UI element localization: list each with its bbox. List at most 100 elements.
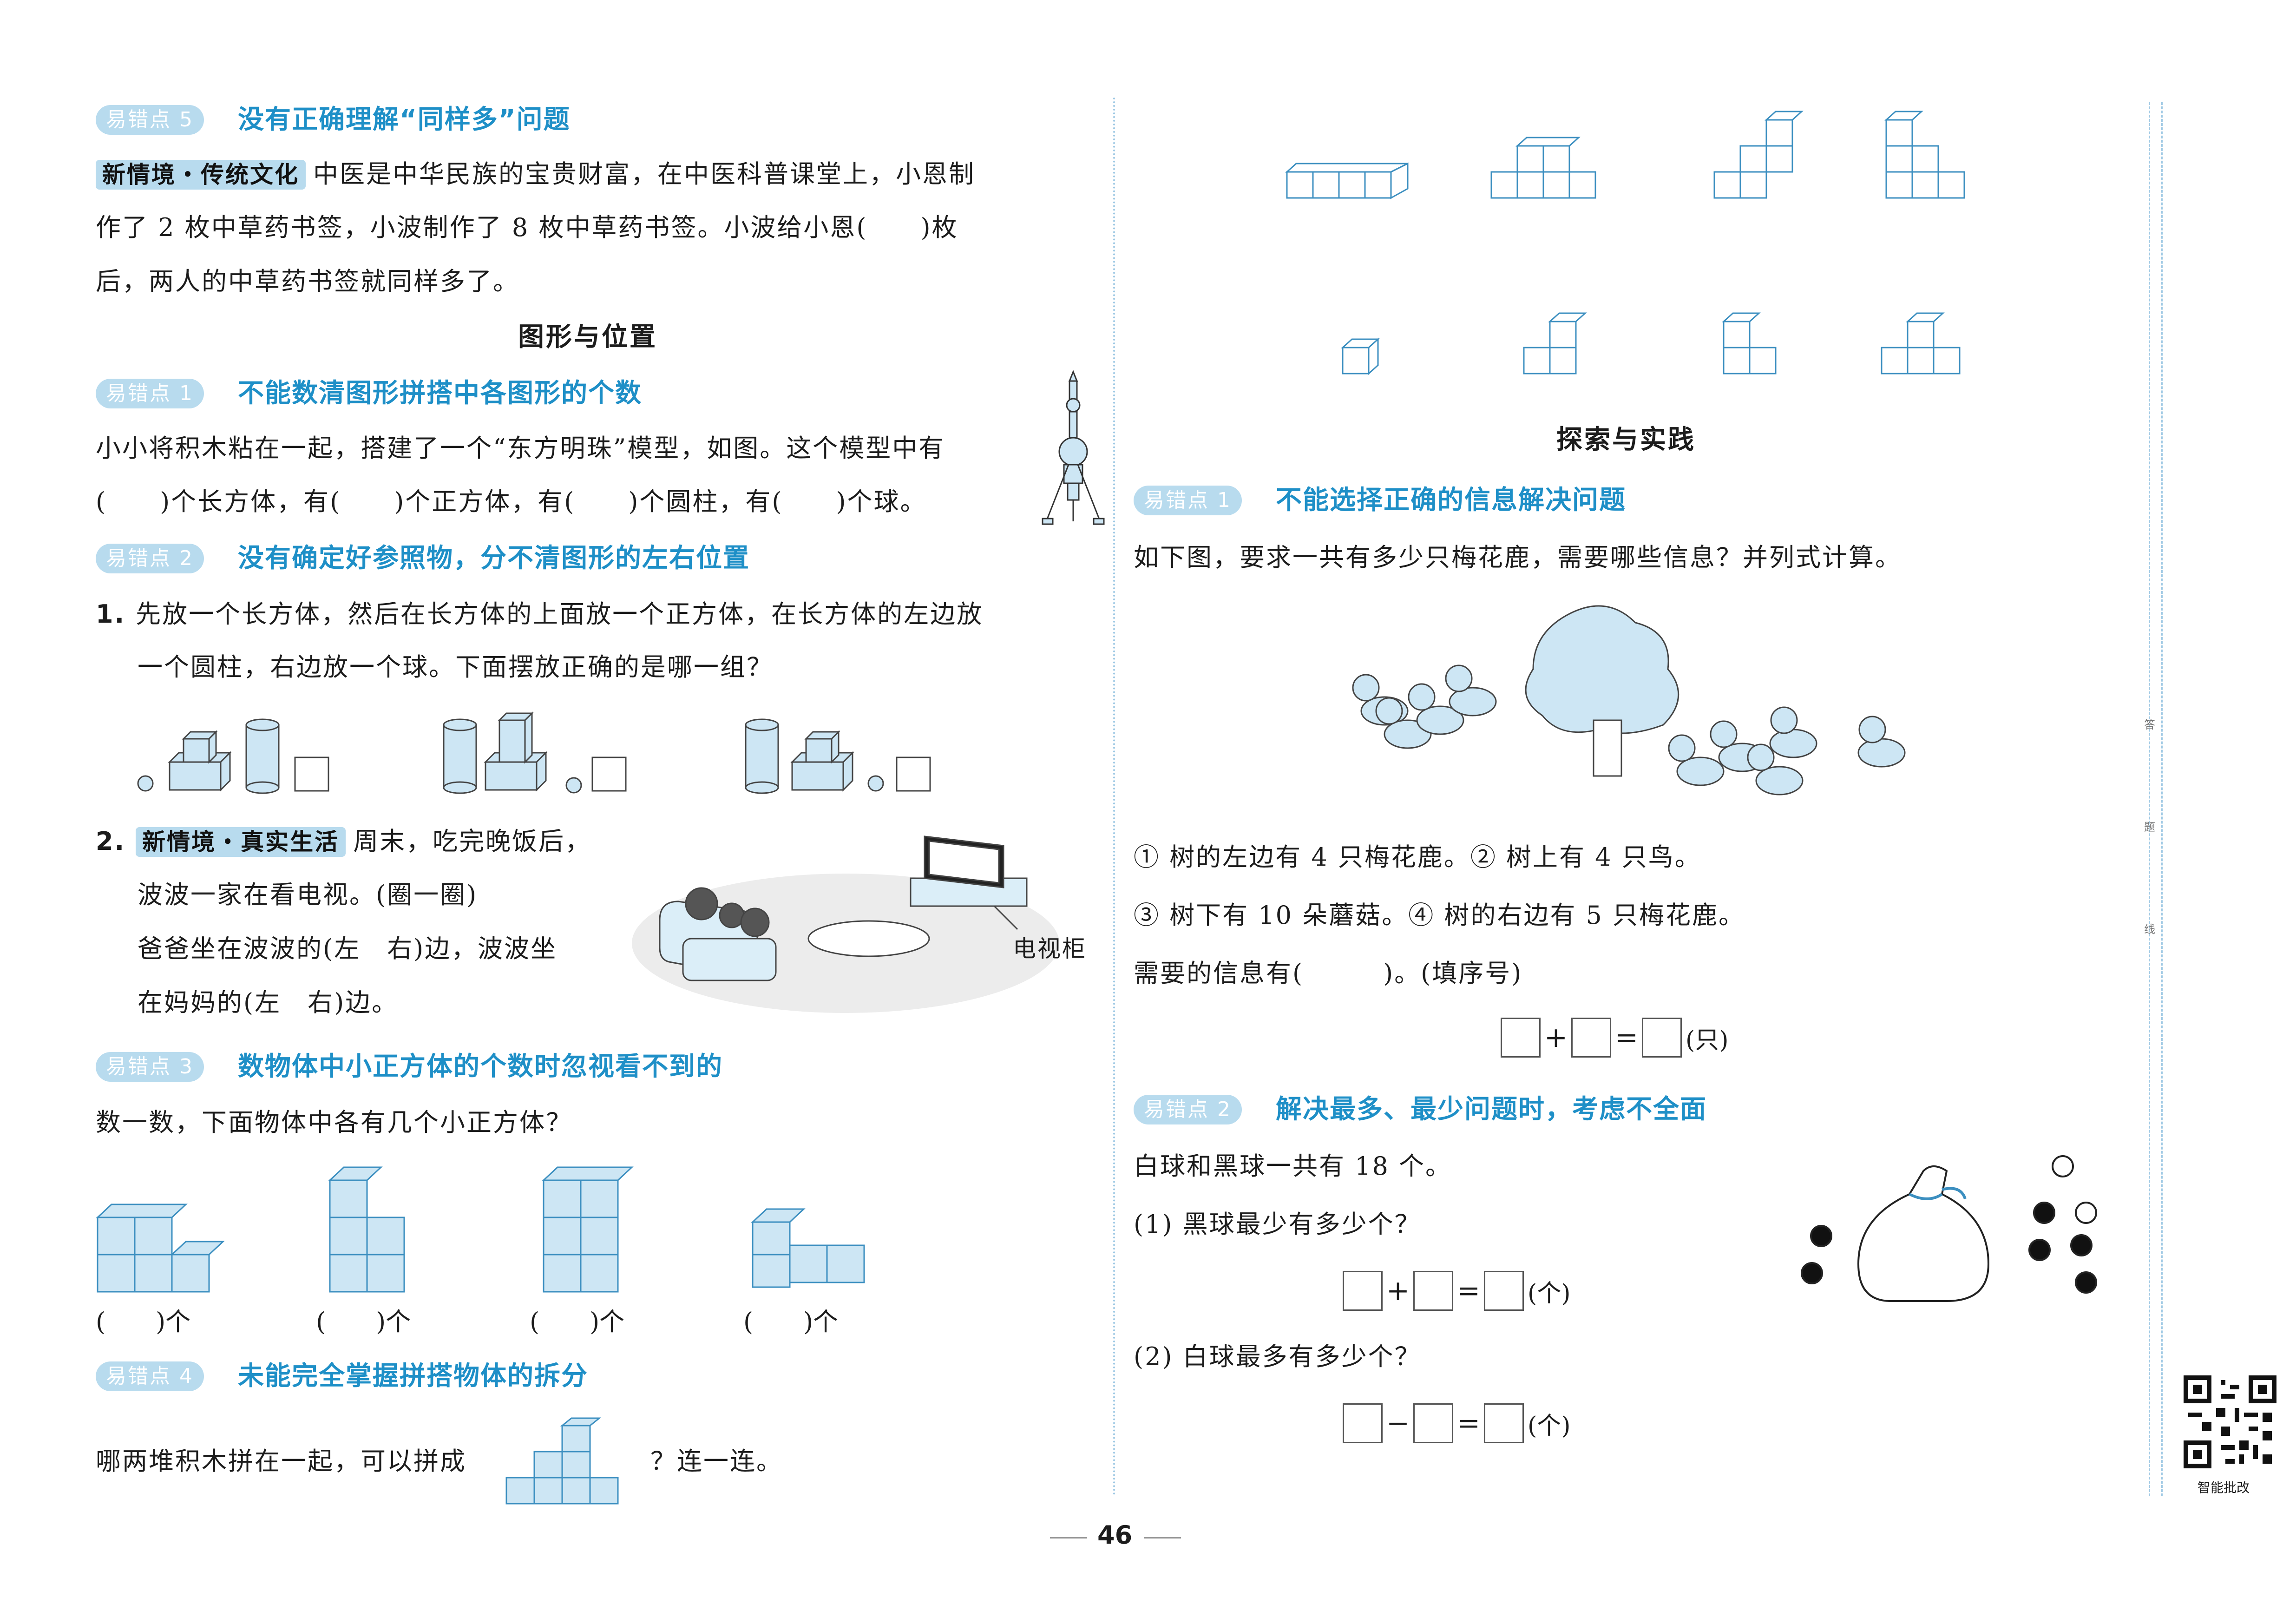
section-title-explore-practice: 探索与实践 <box>1556 425 1696 455</box>
cube-stack-3 <box>542 1166 634 1293</box>
upper-block-3 <box>1713 111 1804 199</box>
upper-block-1 <box>1285 162 1409 199</box>
page-number-line-right <box>1144 1537 1181 1539</box>
rp2-question-2: (2) 白球最多有多少个？ <box>1134 1342 1421 1371</box>
p5-line-1: 新情境・传统文化中医是中华民族的宝贵财富，在中医科普课堂上，小恩制 <box>96 160 975 190</box>
heading-mistake-3: 数物体中小正方体的个数时忽视看不到的 <box>238 1052 723 1082</box>
equals-sign: = <box>1456 1407 1481 1440</box>
tag-mistake-2-left: 易错点 2 <box>96 544 204 573</box>
deer-eq-box-1[interactable] <box>1501 1018 1541 1058</box>
bag-and-balls-illustration <box>1801 1155 2097 1302</box>
block-split-options <box>1285 111 1965 375</box>
page-number: 46 <box>1097 1520 1133 1550</box>
upper-block-4 <box>1884 111 1965 199</box>
q2-line-4: 在妈妈的(左 右)边。 <box>138 988 399 1017</box>
tag-mistake-3: 易错点 3 <box>96 1052 204 1082</box>
deer-left-group <box>1352 664 1497 749</box>
option-b <box>443 711 627 794</box>
q2-eq-result-box[interactable] <box>1484 1403 1524 1443</box>
tag-mistake-1-right: 易错点 1 <box>1134 486 1242 515</box>
unit-balls: (个) <box>1528 1279 1571 1308</box>
tag-mistake-4: 易错点 4 <box>96 1361 204 1391</box>
tag-mistake-5: 易错点 5 <box>96 105 204 135</box>
deer-right-group <box>1668 706 1906 796</box>
oriental-pearl-tower-model <box>1042 369 1105 525</box>
lower-block-2 <box>1523 312 1587 375</box>
upper-block-2 <box>1490 137 1596 199</box>
arrangement-options <box>137 711 931 794</box>
family-watching-tv-illustration <box>632 835 1059 1013</box>
tag-mistake-1-left: 易错点 1 <box>96 379 204 408</box>
q1-eq-box-1[interactable] <box>1343 1271 1383 1311</box>
deer-equation: + = (只) <box>1501 1018 1729 1058</box>
p1-line-2: ( )个长方体，有( )个正方体，有( )个圆柱，有( )个球。 <box>96 487 927 516</box>
cube-stack-4 <box>751 1208 865 1288</box>
black-ball-equation: +=(个) <box>1343 1271 1571 1311</box>
needed-info-blank[interactable]: 需要的信息有( )。(填序号) <box>1134 959 1523 988</box>
margin-cut-line-right <box>2161 102 2163 1496</box>
info-line-1: ① 树的左边有 4 只梅花鹿。② 树上有 4 只鸟。 <box>1134 842 1701 872</box>
q1-eq-result-box[interactable] <box>1484 1271 1524 1311</box>
p5-line-3: 后，两人的中草药书签就同样多了。 <box>96 267 519 296</box>
option-c <box>745 718 931 794</box>
margin-char-1: 答 <box>2144 718 2155 731</box>
answer-blank-2[interactable]: ( )个 <box>316 1307 411 1336</box>
q2-line-3: 爸爸坐在波波的(左 右)边，波波坐 <box>138 934 558 963</box>
q1-line-1: 1.先放一个长方体，然后在长方体的上面放一个正方体，在长方体的左边放 <box>96 599 984 629</box>
deer-eq-result-box[interactable] <box>1642 1018 1682 1058</box>
q2-number: 2. <box>96 827 126 856</box>
option-a <box>137 718 329 794</box>
margin-cut-line-left <box>2149 102 2150 1496</box>
p4-line-1b: ？连一连。 <box>650 1447 783 1476</box>
cube-stack-2 <box>328 1166 405 1293</box>
q2-line-2: 波波一家在看电视。(圈一圈) <box>138 880 478 909</box>
q2-eq-box-1[interactable] <box>1343 1403 1383 1443</box>
plus-sign: + <box>1386 1275 1410 1307</box>
q2-eq-box-2[interactable] <box>1413 1403 1453 1443</box>
heading-mistake-1-right: 不能选择正确的信息解决问题 <box>1276 485 1626 515</box>
q2-line-1: 2.新情境・真实生活周末，吃完晚饭后， <box>96 827 592 857</box>
heading-mistake-2-right: 解决最多、最少问题时，考虑不全面 <box>1276 1094 1707 1124</box>
equals-sign: = <box>1614 1021 1639 1054</box>
rp2-question-1: (1) 黑球最少有多少个？ <box>1134 1210 1421 1239</box>
column-divider <box>1113 98 1115 1496</box>
plus-sign: + <box>1544 1021 1568 1054</box>
lower-block-1 <box>1341 337 1380 375</box>
p5-line-2: 作了 2 枚中草药书签，小波制作了 8 枚中草药书签。小波给小恩( )枚 <box>96 213 958 242</box>
context-badge-traditional-culture: 新情境・传统文化 <box>96 160 306 190</box>
rp1-line-1: 如下图，要求一共有多少只梅花鹿，需要哪些信息？并列式计算。 <box>1134 543 1902 572</box>
p4-line-1a: 哪两堆积木拼在一起，可以拼成 <box>96 1447 466 1476</box>
answer-blank-4[interactable]: ( )个 <box>743 1307 839 1336</box>
cube-stack-1 <box>96 1203 225 1293</box>
margin-char-3: 线 <box>2144 923 2155 936</box>
lower-block-4 <box>1881 312 1961 375</box>
page-number-line-left <box>1050 1537 1087 1539</box>
qr-label: 智能批改 <box>2198 1480 2250 1495</box>
margin-char-2: 题 <box>2144 821 2155 834</box>
tag-mistake-2-right: 易错点 2 <box>1134 1095 1242 1124</box>
info-line-2: ③ 树下有 10 朵蘑菇。④ 树的右边有 5 只梅花鹿。 <box>1134 901 1745 930</box>
p1-line-1: 小小将积木粘在一起，搭建了一个“东方明珠”模型，如图。这个模型中有 <box>96 434 945 463</box>
deer-eq-box-2[interactable] <box>1571 1018 1611 1058</box>
unit-deer: (只) <box>1686 1026 1729 1054</box>
deer-and-tree-illustration <box>1352 605 1906 796</box>
answer-blank-3[interactable]: ( )个 <box>530 1307 625 1336</box>
q1-eq-box-2[interactable] <box>1413 1271 1453 1311</box>
qr-code-icon[interactable] <box>2184 1375 2276 1468</box>
tv-cabinet-label: 电视柜 <box>1013 935 1087 962</box>
heading-mistake-5: 没有正确理解“同样多”问题 <box>238 105 571 135</box>
answer-blank-1[interactable]: ( )个 <box>96 1307 191 1336</box>
heading-mistake-4: 未能完全掌握拼搭物体的拆分 <box>238 1361 588 1391</box>
target-block-shape <box>505 1417 619 1505</box>
white-ball-equation: − = (个) <box>1343 1403 1571 1443</box>
lower-block-3 <box>1722 312 1777 375</box>
tree <box>1525 605 1679 777</box>
heading-mistake-2-left: 没有确定好参照物，分不清图形的左右位置 <box>238 543 750 573</box>
q1-line-2: 一个圆柱，右边放一个球。下面摆放正确的是哪一组？ <box>138 652 773 682</box>
context-badge-real-life: 新情境・真实生活 <box>136 827 346 857</box>
cube-stacks-count <box>96 1166 865 1293</box>
minus-sign: − <box>1386 1407 1410 1440</box>
rp2-line-1: 白球和黑球一共有 18 个。 <box>1134 1151 1452 1181</box>
q1-number: 1. <box>96 599 126 629</box>
unit-balls: (个) <box>1528 1412 1571 1440</box>
